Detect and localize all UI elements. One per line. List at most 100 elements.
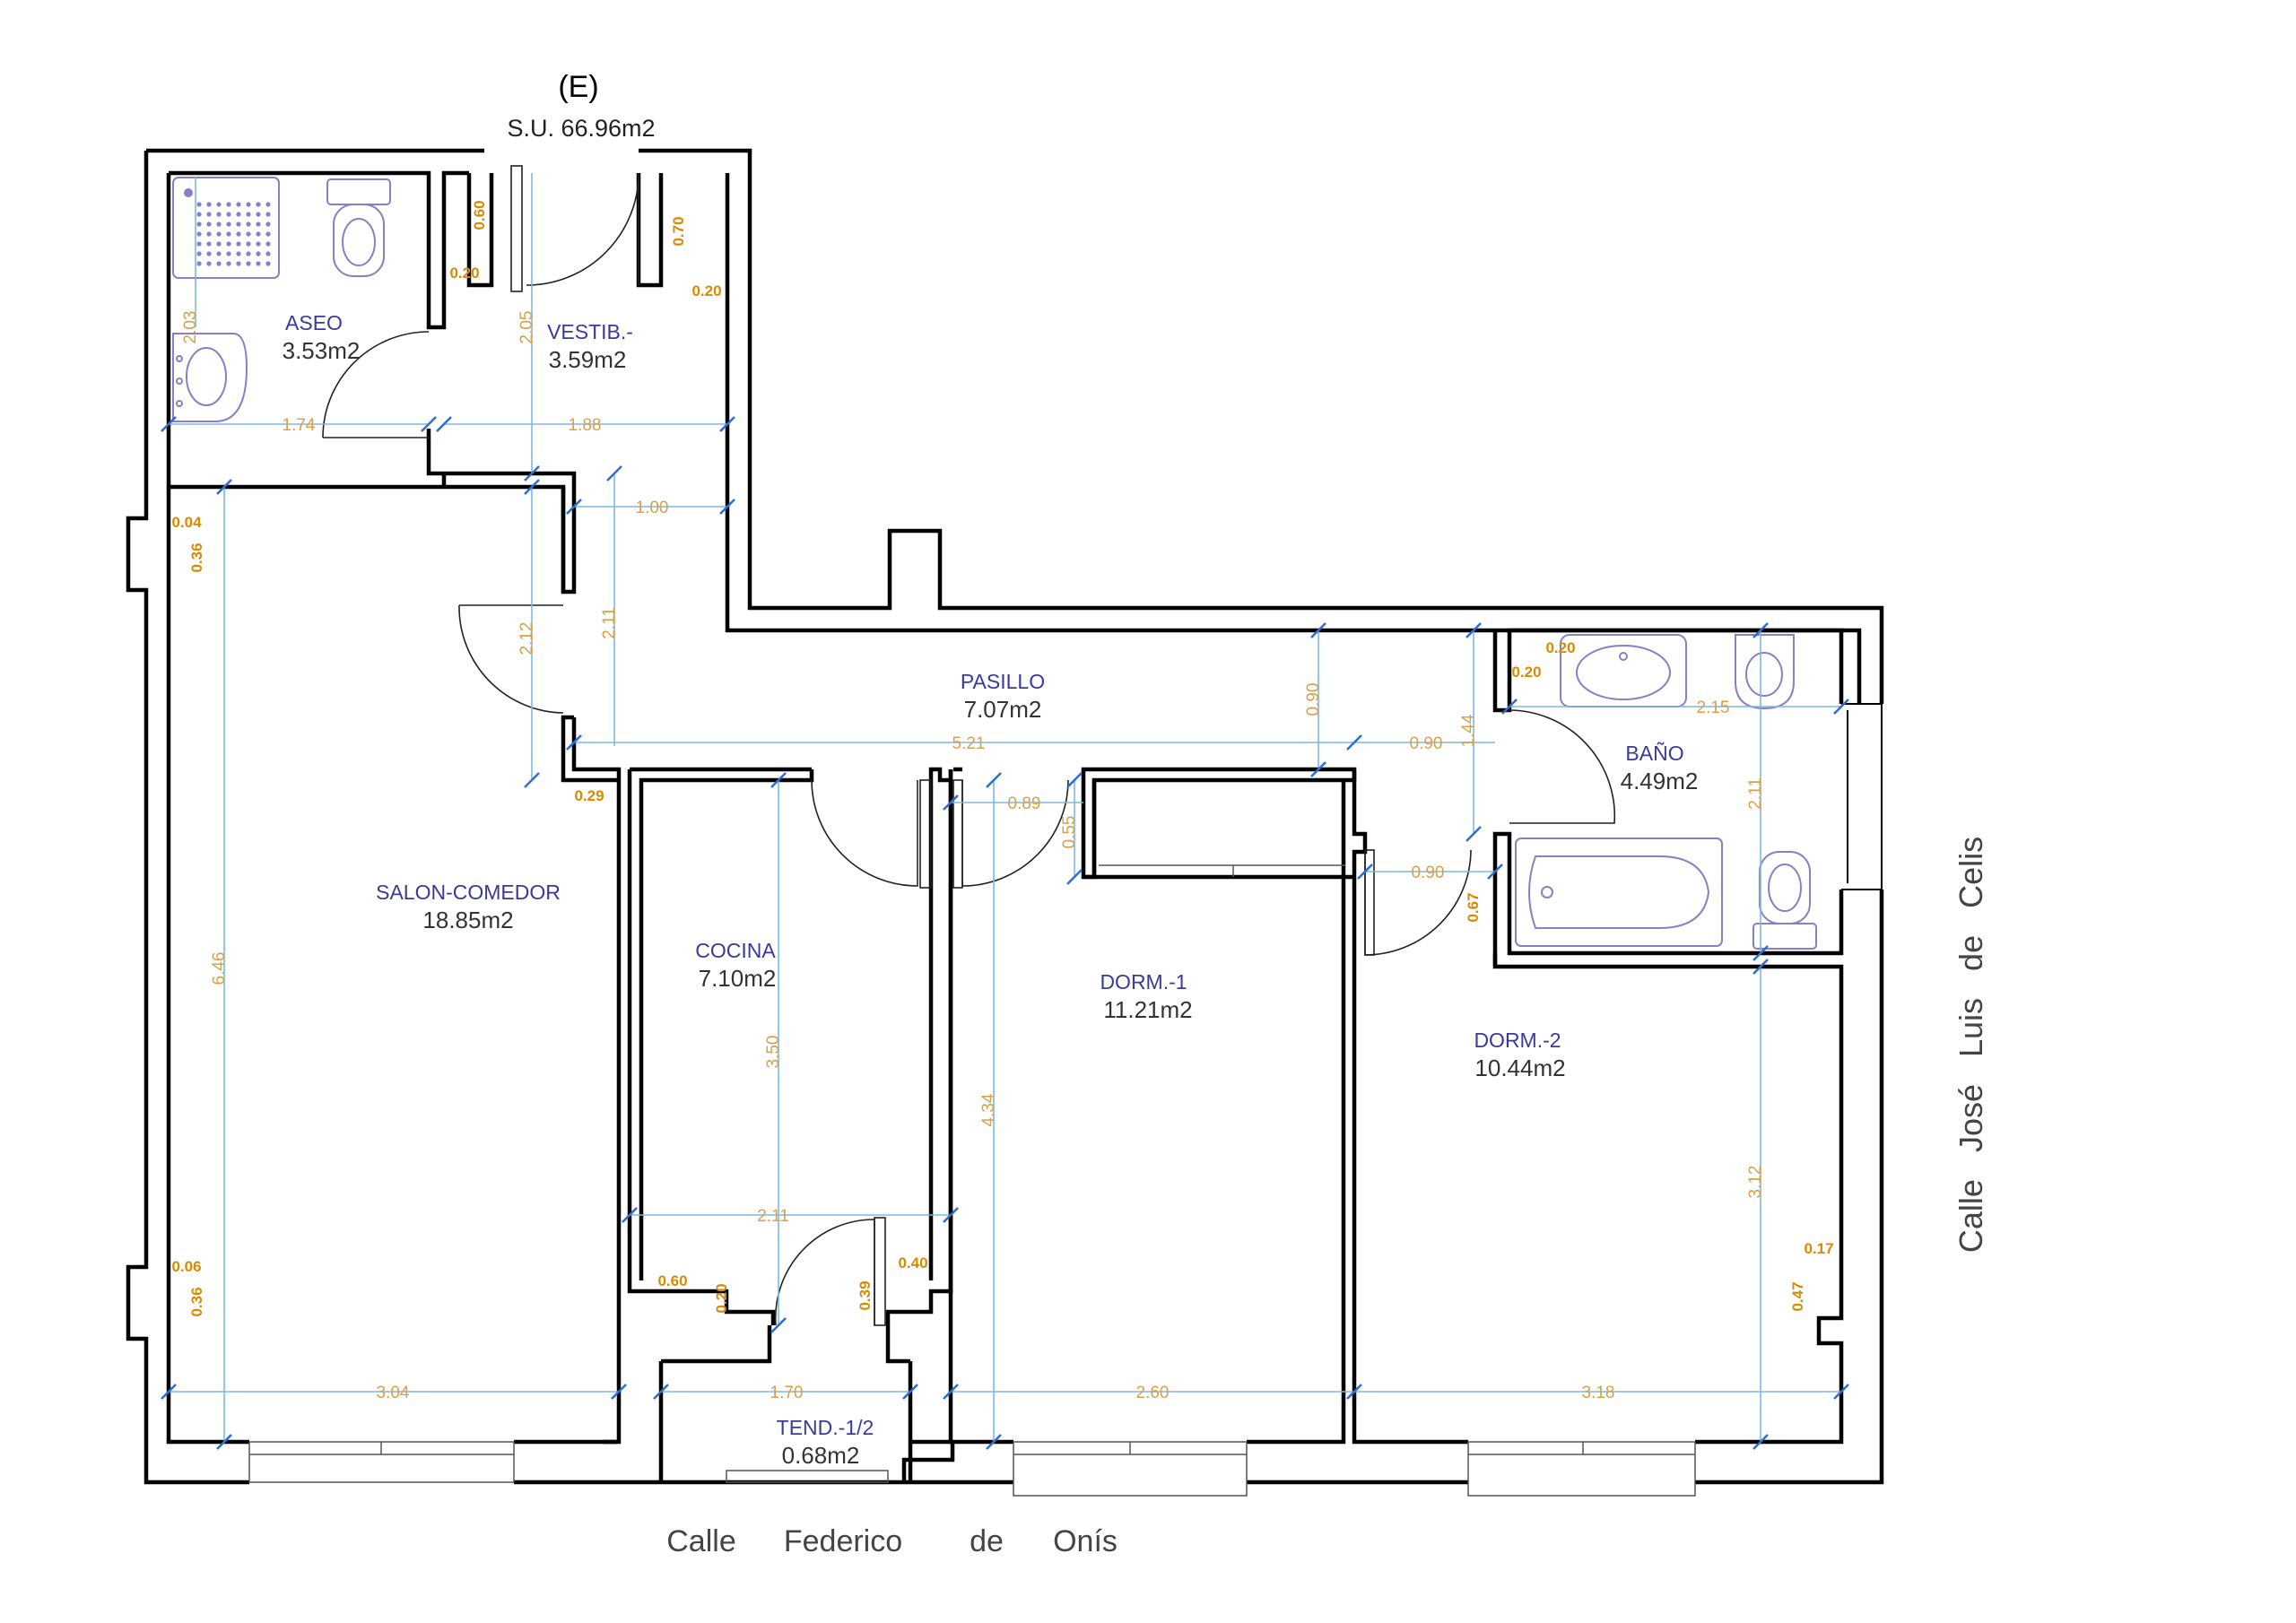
shower-dot bbox=[265, 241, 271, 247]
shower-dot bbox=[226, 261, 231, 266]
shower-dot bbox=[196, 212, 202, 217]
dim-14: 0.89 bbox=[1008, 794, 1041, 813]
shower-dot bbox=[206, 241, 212, 247]
shower-dot bbox=[216, 221, 222, 227]
street-bottom-word-4: Onís bbox=[1053, 1524, 1118, 1558]
shower-dot bbox=[246, 221, 251, 227]
offset-12: 0.36 bbox=[188, 1287, 205, 1316]
offset-2: 0.20 bbox=[449, 265, 479, 282]
dim-20: 3.12 bbox=[1746, 1166, 1765, 1199]
vestibule-right-wall bbox=[725, 173, 1862, 704]
dim-12: 2.15 bbox=[1697, 699, 1730, 717]
walls bbox=[126, 148, 1884, 1485]
offset-labels: 0.60 0.20 0.70 0.20 0.04 0.36 0.29 0.20 … bbox=[171, 200, 1833, 1316]
dim-18: 3.50 bbox=[764, 1036, 783, 1069]
room-area-salon-comedor: 18.85m2 bbox=[422, 907, 513, 933]
dim-22: 3.04 bbox=[377, 1384, 410, 1402]
room-area-tendedero: 0.68m2 bbox=[782, 1442, 860, 1469]
windows bbox=[248, 864, 1696, 1497]
street-right: Calle José Luis de Celis bbox=[1952, 837, 1989, 1253]
shower-dot bbox=[226, 251, 231, 256]
room-area-cocina: 7.10m2 bbox=[699, 965, 777, 992]
dim-10: 0.90 bbox=[1410, 734, 1443, 753]
room-area-dorm1: 11.21m2 bbox=[1103, 996, 1192, 1023]
shower-dot bbox=[196, 251, 202, 256]
shower-dot bbox=[265, 202, 271, 207]
shower-dot bbox=[216, 261, 222, 266]
dimension-lines bbox=[169, 173, 1841, 1442]
shower-dot bbox=[226, 231, 231, 237]
shower-drain-grid-icon bbox=[184, 188, 193, 197]
shower-dot bbox=[206, 261, 212, 266]
toilet-tank-icon bbox=[326, 178, 391, 205]
shower-dot bbox=[246, 241, 251, 247]
shower-dot bbox=[216, 202, 222, 207]
washbasin-icon bbox=[172, 333, 248, 422]
dimension-labels: 1.74 1.88 2.03 2.05 1.00 2.12 2.11 5.21 … bbox=[181, 311, 1765, 1402]
dim-25: 3.18 bbox=[1582, 1384, 1615, 1402]
shower-dot bbox=[226, 212, 231, 217]
shower-dot bbox=[196, 241, 202, 247]
dimension-ticks bbox=[161, 416, 1849, 1450]
room-area-aseo: 3.53m2 bbox=[283, 337, 361, 364]
dim-23: 1.70 bbox=[770, 1384, 804, 1402]
room-area-pasillo: 7.07m2 bbox=[964, 696, 1042, 723]
shower-dot bbox=[206, 251, 212, 256]
offset-10: 0.67 bbox=[1465, 892, 1482, 922]
shower-dot bbox=[206, 231, 212, 237]
room-name-bano: BAÑO bbox=[1625, 742, 1683, 765]
offset-18: 0.47 bbox=[1789, 1281, 1806, 1311]
street-bottom-word-2: Federico bbox=[784, 1524, 902, 1558]
offset-6: 0.36 bbox=[188, 542, 205, 572]
shower-dot bbox=[196, 202, 202, 207]
vestib-entrance-jamb bbox=[636, 173, 664, 288]
dim-6: 2.12 bbox=[517, 622, 536, 655]
bano-toilet-tank-icon bbox=[1752, 923, 1817, 950]
offset-15: 0.39 bbox=[857, 1280, 874, 1310]
entrance-label: (E) bbox=[558, 70, 598, 104]
cocina-walls bbox=[627, 767, 953, 1325]
shower-dot bbox=[206, 221, 212, 227]
dim-9: 0.90 bbox=[1304, 683, 1323, 716]
dorm1-closet-wall bbox=[1083, 780, 1352, 880]
bathtub-icon bbox=[1515, 838, 1723, 947]
shower-dot bbox=[256, 261, 261, 266]
shower-dot bbox=[236, 212, 241, 217]
dim-16: 0.90 bbox=[1412, 864, 1445, 882]
dim-8: 5.21 bbox=[952, 734, 986, 753]
shower-dot bbox=[236, 261, 241, 266]
shower-dot bbox=[196, 261, 202, 266]
dim-17: 6.46 bbox=[210, 952, 229, 985]
street-bottom-word-1: Calle bbox=[666, 1524, 735, 1558]
dim-13: 2.11 bbox=[1746, 777, 1765, 810]
bano-walls bbox=[1492, 628, 1844, 967]
dim-3: 2.03 bbox=[181, 311, 200, 344]
vestib-left-jamb bbox=[466, 173, 494, 288]
shower-dot bbox=[256, 231, 261, 237]
useful-surface-label: S.U. 66.96m2 bbox=[507, 115, 655, 142]
aseo-walls bbox=[169, 170, 577, 595]
shower-dot bbox=[216, 241, 222, 247]
door-salon bbox=[458, 604, 564, 714]
toilet-bowl-icon bbox=[342, 218, 376, 266]
street-bottom: Calle Federico de Onís bbox=[666, 1524, 1118, 1558]
room-name-tendedero: TEND.-1/2 bbox=[777, 1416, 874, 1439]
room-area-bano: 4.49m2 bbox=[1621, 768, 1699, 794]
shower-dot bbox=[246, 251, 251, 256]
door-aseo bbox=[322, 331, 430, 438]
dim-15: 0.55 bbox=[1060, 816, 1079, 849]
room-area-dorm2: 10.44m2 bbox=[1474, 1055, 1565, 1081]
door-cocina bbox=[811, 779, 918, 887]
offset-17: 0.17 bbox=[1804, 1240, 1833, 1257]
offset-1: 0.60 bbox=[471, 200, 488, 230]
dim-24: 2.60 bbox=[1136, 1384, 1170, 1402]
shower-dot bbox=[236, 202, 241, 207]
offset-7: 0.29 bbox=[574, 787, 604, 804]
shower-dot bbox=[256, 221, 261, 227]
dim-11: 1.44 bbox=[1459, 714, 1478, 747]
room-name-pasillo: PASILLO bbox=[961, 670, 1045, 693]
shower-dot bbox=[206, 202, 212, 207]
window-dorm2 bbox=[1467, 1441, 1696, 1497]
dim-7: 2.11 bbox=[600, 607, 619, 639]
